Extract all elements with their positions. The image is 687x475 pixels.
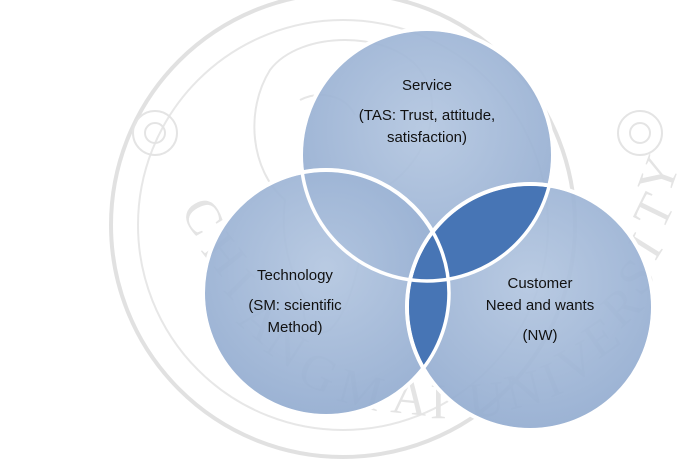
service-title: Service (401, 77, 453, 94)
service-circle-edge (299, 27, 555, 283)
customer-label: Customer Need and wants (NW) (455, 273, 625, 347)
overlap-service-customer (409, 186, 553, 281)
flower-left-icon (132, 110, 178, 156)
flower-right-icon (617, 110, 663, 156)
service-label: Service (TAS: Trust, attitude, satisfact… (327, 75, 527, 149)
customer-detail-line-1: Need and wants (485, 297, 595, 314)
customer-detail-line-2: (NW) (522, 327, 558, 344)
venn-circles (201, 27, 655, 432)
technology-label: Technology (SM: scientific Method) (210, 265, 380, 339)
technology-title: Technology (257, 267, 333, 284)
technology-circle-edge (201, 168, 451, 418)
technology-detail-line-2: Method) (267, 319, 323, 336)
service-detail-line-1: (TAS: Trust, attitude, (358, 107, 496, 124)
service-detail-line-2: satisfaction) (386, 129, 468, 146)
technology-detail-line-1: (SM: scientific (248, 297, 342, 314)
customer-title: Customer (507, 275, 573, 292)
customer-circle-edge (405, 182, 655, 432)
